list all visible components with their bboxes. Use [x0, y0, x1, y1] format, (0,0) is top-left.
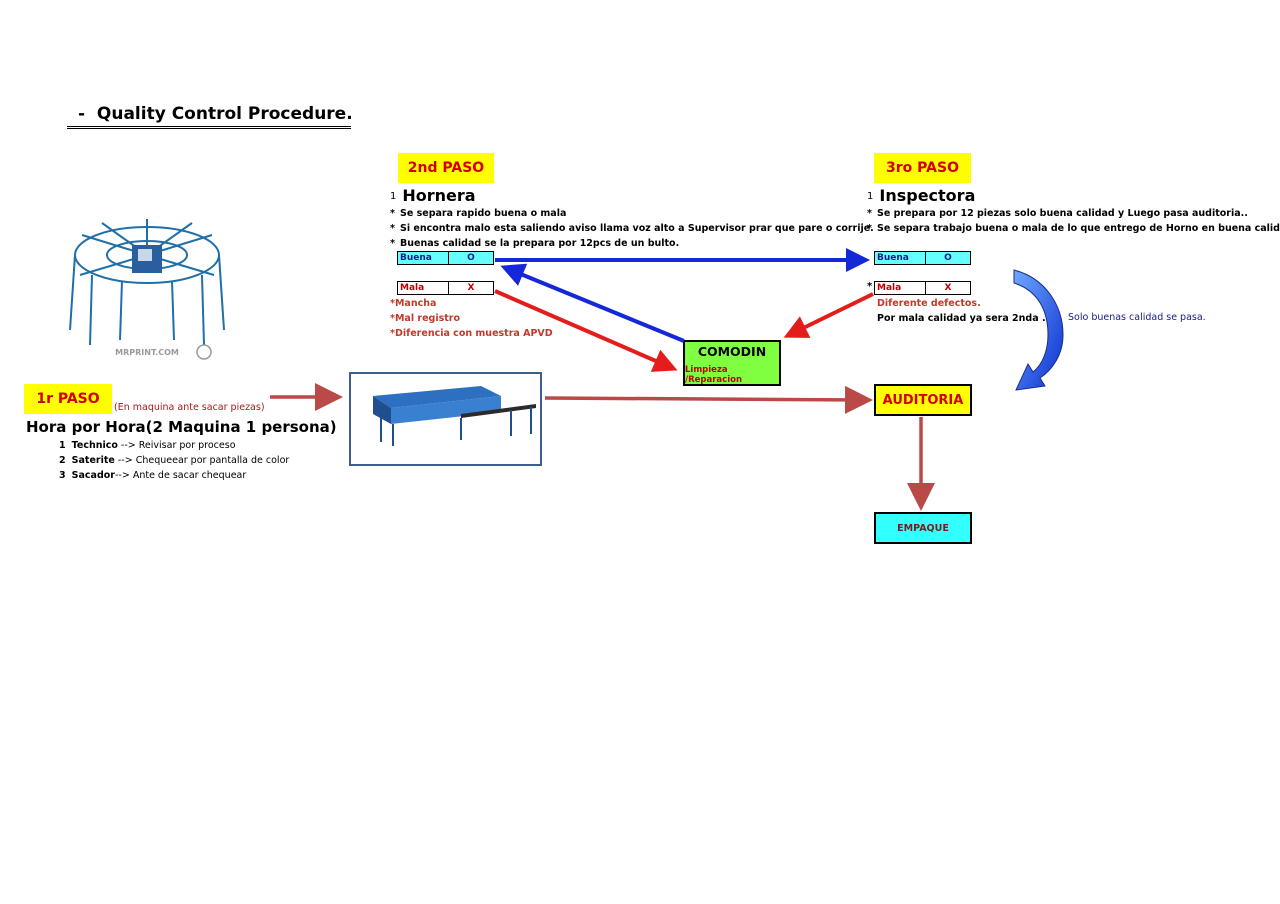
step3-heading-num: 1	[867, 191, 874, 202]
step1-item-num: 1	[59, 440, 66, 451]
step3-bad-mark: X	[944, 283, 952, 293]
step2-bad-row: Mala X	[397, 281, 494, 295]
step2-bad-mark: X	[467, 283, 475, 293]
step2-heading-row: 1 Hornera	[390, 186, 476, 205]
comodin-box: COMODIN Limpieza /Reparacion	[683, 340, 781, 386]
step2-good-mark: O	[467, 253, 475, 263]
step3-bad-label: Mala	[875, 282, 926, 294]
arrow-comodin-to-hornera	[500, 263, 685, 343]
step1-item-num: 3	[59, 470, 66, 481]
step2-heading-num: 1	[390, 191, 397, 202]
step3-heading-row: 1 Inspectora	[867, 186, 975, 205]
step2-bullet: *Si encontra malo esta saliendo aviso ll…	[390, 223, 874, 234]
step1-item-role: Technico	[71, 440, 118, 451]
step3-badge: 3ro PASO	[874, 153, 971, 183]
step2-heading: Hornera	[402, 186, 476, 205]
step2-defect: *Mancha	[390, 298, 437, 309]
comodin-subtitle: Limpieza /Reparacion	[685, 364, 743, 385]
auditoria-box: AUDITORIA	[874, 384, 972, 416]
title-underline	[67, 126, 351, 129]
step1-item-3: 3 Sacador--> Ante de sacar chequear	[59, 470, 246, 481]
step3-good-row: Buena O	[874, 251, 971, 265]
curved-arrow-to-auditoria	[1013, 269, 1064, 391]
step1-note: (En maquina ante sacar piezas)	[114, 402, 265, 413]
comodin-title: COMODIN	[697, 343, 767, 359]
dryer-image	[349, 372, 542, 466]
step3-bullets: *Se prepara por 12 piezas solo buena cal…	[867, 206, 1280, 236]
step2-defects: *Mancha *Mal registro *Diferencia con mu…	[390, 296, 553, 341]
step3-bullet: *Se separa trabajo buena o mala de lo qu…	[867, 223, 1280, 234]
step1-item-num: 2	[59, 455, 66, 466]
step2-bullets: *Se separa rapido buena o mala *Si encon…	[390, 206, 874, 251]
step1-heading: Hora por Hora(2 Maquina 1 persona)	[26, 418, 337, 436]
step2-good-label: Buena	[398, 252, 449, 264]
arrow-dryer-to-auditoria	[544, 385, 873, 414]
step2-good-row: Buena O	[397, 251, 494, 265]
step3-bad-star: *	[867, 281, 873, 292]
step2-bad-label: Mala	[398, 282, 449, 294]
empaque-box: EMPAQUE	[874, 512, 972, 544]
step3-heading: Inspectora	[879, 186, 976, 205]
step1-item-1: 1 Technico --> Reivisar por proceso	[59, 440, 236, 451]
step1-item-2: 2 Saterite --> Chequeear por pantalla de…	[59, 455, 289, 466]
arrow-inspectora-bad-to-comodin	[783, 292, 874, 338]
arrow-hornera-bad-to-comodin	[494, 289, 678, 372]
step3-bullet: *Se prepara por 12 piezas solo buena cal…	[867, 208, 1248, 219]
page-title: - Quality Control Procedure.	[78, 104, 353, 124]
step2-badge: 2nd PASO	[398, 153, 494, 183]
step2-bullet: *Se separa rapido buena o mala	[390, 208, 567, 219]
step1-item-role: Saterite	[71, 455, 115, 466]
step3-defects-note: Por mala calidad ya sera 2nda .	[877, 313, 1046, 324]
step2-defect: *Diferencia con muestra APVD	[390, 328, 553, 339]
watermark-text: MRPRINT.COM	[115, 348, 179, 357]
carousel-press-image: MRPRINT.COM	[62, 205, 232, 365]
step1-item-desc: --> Ante de sacar chequear	[114, 470, 247, 481]
step3-bad-row: Mala X	[874, 281, 971, 295]
step3-good-mark: O	[944, 253, 952, 263]
step3-defects-title: Diferente defectos.	[877, 298, 981, 309]
step3-good-label: Buena	[875, 252, 926, 264]
good-only-note: Solo buenas calidad se pasa.	[1068, 312, 1206, 323]
step1-item-desc: --> Chequeear por pantalla de color	[114, 455, 290, 466]
step2-defect: *Mal registro	[390, 313, 460, 324]
step1-item-role: Sacador	[71, 470, 115, 481]
step2-bullet: *Buenas calidad se la prepara por 12pcs …	[390, 238, 680, 249]
step1-item-desc: --> Reivisar por proceso	[117, 440, 236, 451]
step1-badge: 1r PASO	[24, 384, 112, 414]
